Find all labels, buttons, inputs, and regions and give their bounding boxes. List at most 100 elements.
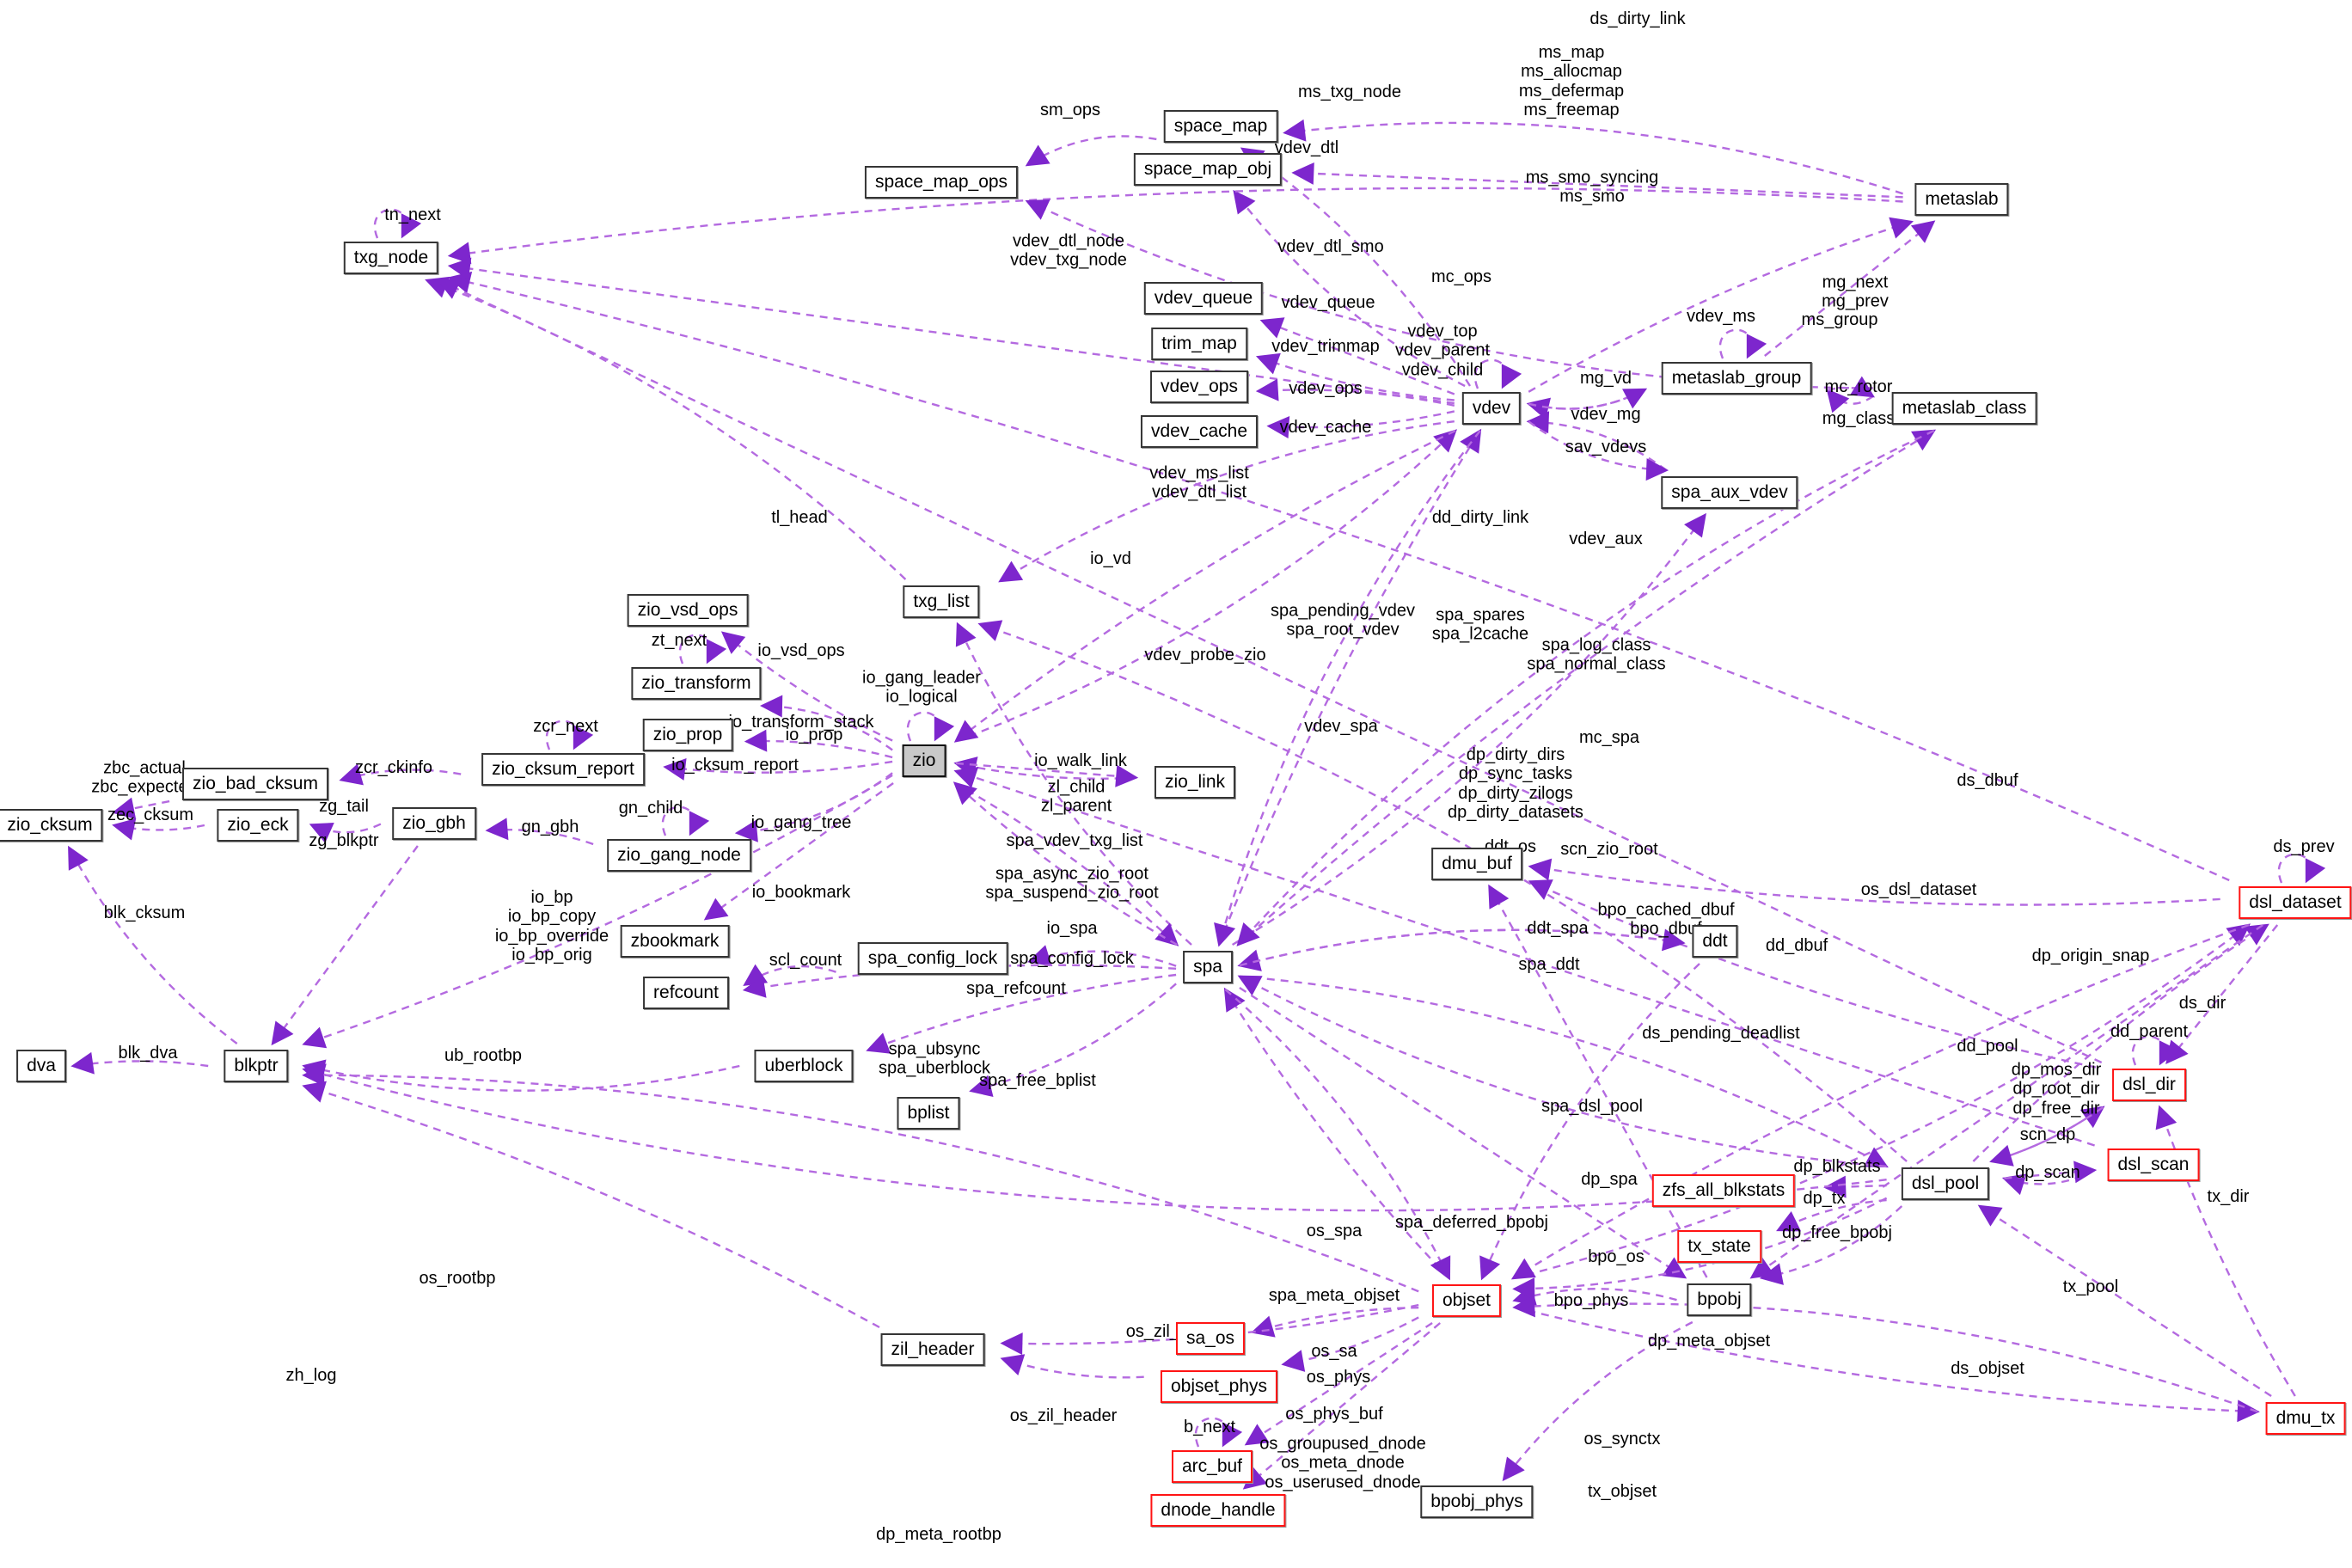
edge-ddt-spa (1237, 928, 1684, 971)
node-bpobj[interactable]: bpobj (1687, 1283, 1752, 1316)
node-dnode_handle[interactable]: dnode_handle (1150, 1494, 1286, 1527)
edge-zio_cksum_report-zio_cksum_report (545, 720, 594, 750)
node-vdev_cache[interactable]: vdev_cache (1140, 415, 1259, 448)
edge-bpobj-bpobj_phys (1502, 1320, 1694, 1482)
edge-objset-spa (1223, 987, 1450, 1279)
node-zio_gbh[interactable]: zio_gbh (392, 807, 476, 840)
edge-vdev-txg_list (998, 420, 1455, 583)
node-dmu_tx[interactable]: dmu_tx (2265, 1402, 2346, 1435)
node-zio_transform[interactable]: zio_transform (631, 667, 762, 700)
node-vdev_queue[interactable]: vdev_queue (1143, 282, 1264, 315)
node-metaslab_class[interactable]: metaslab_class (1891, 392, 2037, 425)
edge-spa-zio (952, 781, 1178, 946)
node-space_map_ops[interactable]: space_map_ops (864, 166, 1019, 199)
edge-dmu_tx-objset (1512, 1295, 2258, 1413)
edge-spa-refcount (742, 964, 1177, 998)
edge-zio-zio_transform (760, 695, 893, 751)
node-metaslab[interactable]: metaslab (1914, 183, 2009, 216)
edge-vdev-vdev_ops (1255, 378, 1455, 407)
node-zio_bad_cksum[interactable]: zio_bad_cksum (182, 768, 328, 800)
node-refcount[interactable]: refcount (643, 977, 729, 1009)
node-vdev_ops[interactable]: vdev_ops (1150, 371, 1248, 403)
edge-dsl_pool-blkptr (302, 1063, 1887, 1212)
node-bplist[interactable]: bplist (897, 1097, 960, 1130)
node-objset[interactable]: objset (1431, 1284, 1502, 1317)
node-space_map_obj[interactable]: space_map_obj (1133, 153, 1283, 186)
edge-metaslab_class-spa (1236, 429, 1935, 946)
edge-dsl_scan-dsl_pool (2001, 1169, 2096, 1196)
node-objset_phys[interactable]: objset_phys (1160, 1370, 1278, 1403)
node-dva[interactable]: dva (16, 1050, 66, 1082)
edge-dsl_pool-tx_state (1776, 1198, 1887, 1232)
edge-zio_eck-zio_cksum (112, 818, 205, 841)
edge-dsl_dataset-txg_node (447, 271, 2230, 882)
edge-zio-vdev (955, 429, 1457, 743)
edge-vdev-metaslab_group (1528, 388, 1648, 410)
node-dsl_dataset[interactable]: dsl_dataset (2239, 886, 2352, 919)
node-spa_aux_vdev[interactable]: spa_aux_vdev (1661, 476, 1798, 509)
edge-zio_gang_node-zio_gang_node (661, 805, 710, 836)
node-zio_cksum_report[interactable]: zio_cksum_report (481, 753, 645, 786)
edge-blkptr-dva (70, 1051, 209, 1075)
edge-zio-zio_gang_node (734, 772, 893, 842)
edge-spa-spa_aux_vdev (1231, 512, 1706, 946)
edge-zio-zio_prop (744, 729, 893, 759)
node-zfs_all_blkstats[interactable]: zfs_all_blkstats (1651, 1174, 1796, 1207)
node-arc_buf[interactable]: arc_buf (1171, 1450, 1253, 1483)
edge-vdev-spa_aux_vdev (1528, 420, 1669, 481)
edge-metaslab_group-metaslab (1764, 220, 1936, 357)
edge-spa_config_lock-refcount (743, 964, 836, 986)
edge-objset-dnode_handle (1242, 1322, 1441, 1490)
node-spa_config_lock[interactable]: spa_config_lock (857, 942, 1008, 975)
edge-space_map-space_map_ops (1025, 135, 1157, 167)
edge-zio-zbookmark (703, 782, 894, 921)
node-dsl_dir[interactable]: dsl_dir (2112, 1069, 2186, 1101)
edge-metaslab-txg_node (447, 187, 1903, 265)
node-zio_gang_node[interactable]: zio_gang_node (607, 839, 751, 872)
node-sa_os[interactable]: sa_os (1175, 1322, 1246, 1355)
edge-dsl_dir-txg_node (436, 279, 2103, 1064)
edge-dsl_scan-zio (953, 767, 2095, 1147)
edge-dsl_pool-bpobj (1759, 1205, 1903, 1285)
edge-objset_phys-zil_header (1000, 1354, 1144, 1379)
node-dsl_pool[interactable]: dsl_pool (1901, 1167, 1990, 1200)
edge-spa_aux_vdev-vdev (1526, 411, 1668, 471)
node-space_map[interactable]: space_map (1163, 110, 1278, 143)
node-blkptr[interactable]: blkptr (224, 1050, 289, 1082)
edge-metaslab_group-metaslab_group (1718, 328, 1767, 359)
edge-dsl_dataset-dsl_dir (2165, 924, 2279, 1065)
node-zio_cksum[interactable]: zio_cksum (0, 809, 103, 842)
edge-dmu_tx-dsl_pool (1977, 1204, 2272, 1398)
edge-metaslab-space_map_obj (1291, 162, 1903, 199)
node-zio_vsd_ops[interactable]: zio_vsd_ops (627, 594, 749, 627)
node-zbookmark[interactable]: zbookmark (620, 925, 730, 958)
edge-zio-zio (906, 711, 955, 742)
node-dsl_scan[interactable]: dsl_scan (2107, 1148, 2200, 1181)
node-vdev[interactable]: vdev (1461, 392, 1522, 425)
node-dmu_buf[interactable]: dmu_buf (1431, 848, 1522, 880)
node-spa[interactable]: spa (1183, 951, 1233, 983)
node-zil_header[interactable]: zil_header (880, 1333, 985, 1366)
edge-metaslab_class-metaslab_group (1826, 389, 1874, 413)
node-trim_map[interactable]: trim_map (1151, 328, 1247, 360)
edge-zio_gbh-blkptr (271, 845, 419, 1046)
node-zio_prop[interactable]: zio_prop (642, 719, 733, 751)
node-metaslab_group[interactable]: metaslab_group (1661, 362, 1812, 395)
edge-dsl_pool-zfs_all_blkstats (1823, 1175, 1887, 1198)
edge-vdev-txg_node (447, 257, 1455, 405)
node-txg_list[interactable]: txg_list (903, 585, 980, 618)
edge-spa-ddt (1239, 928, 1686, 967)
node-txg_node[interactable]: txg_node (343, 242, 439, 274)
edge-zio-spa (954, 781, 1179, 946)
edge-dsl_pool-spa (1237, 975, 1887, 1168)
node-zio_link[interactable]: zio_link (1154, 766, 1236, 799)
node-uberblock[interactable]: uberblock (754, 1050, 854, 1082)
node-tx_state[interactable]: tx_state (1677, 1230, 1761, 1263)
node-zio_eck[interactable]: zio_eck (217, 809, 299, 842)
node-zio: zio (902, 744, 946, 777)
edge-objset-blkptr (302, 1063, 1419, 1293)
node-bpobj_phys[interactable]: bpobj_phys (1420, 1485, 1534, 1518)
node-ddt[interactable]: ddt (1692, 925, 1738, 958)
edge-zio-zio_cksum_report (663, 758, 893, 781)
